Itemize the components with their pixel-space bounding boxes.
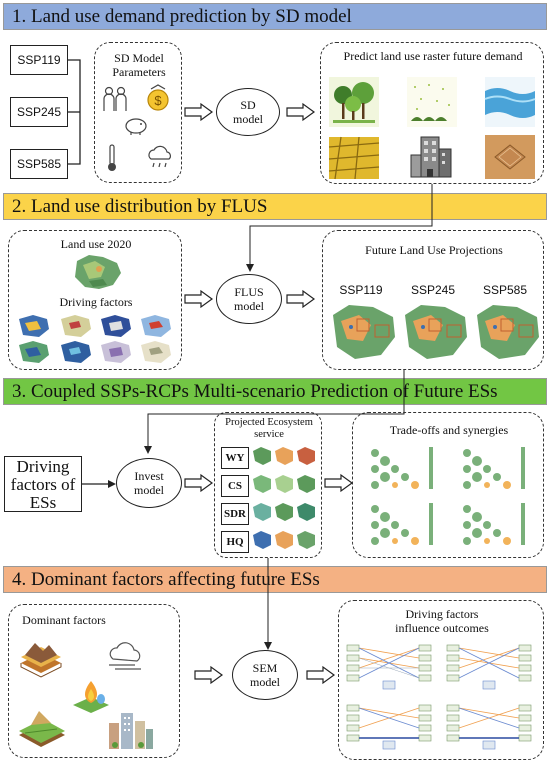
future-landuse-maps (333, 305, 539, 359)
section-2-banner: 2. Land use distribution by FLUS (3, 193, 547, 220)
thermometer-icon (108, 144, 116, 171)
svg-text:$: $ (154, 93, 162, 108)
es-label-cs: CS (221, 475, 249, 497)
tradeoffs-title: Trade-offs and synergies (389, 423, 509, 437)
driving-factors-title: Driving factors (59, 295, 133, 309)
arrow-es-to-tradeoffs (324, 473, 354, 493)
dominant-factors-title: Dominant factors (22, 613, 106, 627)
arrow-params-to-sd (184, 102, 214, 122)
predict-demand-panel: Predict land use raster future demand (320, 42, 544, 184)
es-maps (253, 447, 315, 549)
correlation-matrices (371, 447, 525, 545)
farm-land-icon (19, 711, 65, 747)
scenario-box-ssp119: SSP119 (10, 45, 68, 75)
scenario-box-ssp245: SSP245 (10, 97, 68, 127)
sd-model-node: SD model (216, 88, 280, 136)
es-label-sdr: SDR (221, 503, 249, 525)
arrow-invest-to-es (184, 473, 214, 493)
sem-path-diagrams (346, 644, 532, 750)
outcomes-title: Driving factors influence outcomes (395, 607, 489, 635)
driving-factor-maps (19, 315, 171, 363)
water-icon (484, 77, 536, 127)
fire-water-icon (73, 681, 109, 713)
section-4-banner: 4. Dominant factors affecting future ESs (3, 566, 547, 593)
predict-demand-title: Predict land use raster future demand (343, 49, 523, 63)
projected-es-panel: Projected Ecosystem service WY CS SDR HQ (214, 412, 322, 558)
future-ssp585-label: SSP585 (482, 283, 528, 297)
driving-factors-es-box: Driving factors of ESs (4, 456, 82, 512)
flus-model-node: FLUS model (216, 274, 282, 324)
cloud-wind-icon (109, 642, 141, 670)
arrow-sd-to-predict (286, 102, 316, 122)
section-1-banner: 1. Land use demand prediction by SD mode… (3, 3, 547, 30)
arrow-flus-to-future (286, 289, 316, 309)
dominant-factors-panel: Dominant factors (8, 604, 180, 758)
city-icon (109, 713, 153, 749)
grassland-icon (407, 77, 457, 127)
arrow-landuse-to-flus (184, 289, 214, 309)
future-landuse-panel: Future Land Use Projections SSP119 SSP24… (322, 230, 544, 370)
piggy-bank-icon (125, 118, 147, 135)
es-label-wy: WY (221, 447, 249, 469)
rain-cloud-icon (148, 145, 171, 168)
landuse-2020-panel: Land use 2020 Driving factors (8, 230, 182, 370)
farmland-icon (328, 136, 380, 180)
section-3-banner: 3. Coupled SSPs-RCPs Multi-scenario Pred… (3, 378, 547, 405)
future-landuse-title: Future Land Use Projections (365, 243, 503, 257)
terrain-layers-icon (20, 643, 62, 678)
sd-parameters-title: SD Model Parameters (112, 51, 166, 79)
dollar-coin-icon: $ (147, 84, 169, 111)
future-ssp245-label: SSP245 (410, 283, 456, 297)
forest-icon (329, 77, 379, 127)
building-icon (410, 136, 452, 178)
projected-es-title: Projected Ecosystem service (225, 417, 313, 440)
invest-model-node: Invest model (116, 458, 182, 508)
scenario-box-ssp585: SSP585 (10, 149, 68, 179)
landuse-2020-map (75, 255, 121, 289)
people-icon (103, 86, 127, 111)
arrow-sem-to-outcomes (306, 665, 336, 685)
sd-parameters-panel: SD Model Parameters $ (94, 42, 182, 183)
arrow-dominant-to-sem (194, 665, 224, 685)
bare-land-icon (485, 135, 535, 179)
sem-model-node: SEM model (232, 650, 298, 700)
es-label-hq: HQ (221, 531, 249, 553)
landuse-2020-title: Land use 2020 (60, 237, 132, 251)
outcomes-panel: Driving factors influence outcomes (338, 600, 544, 760)
tradeoffs-panel: Trade-offs and synergies (352, 412, 544, 558)
future-ssp119-label: SSP119 (339, 283, 383, 297)
